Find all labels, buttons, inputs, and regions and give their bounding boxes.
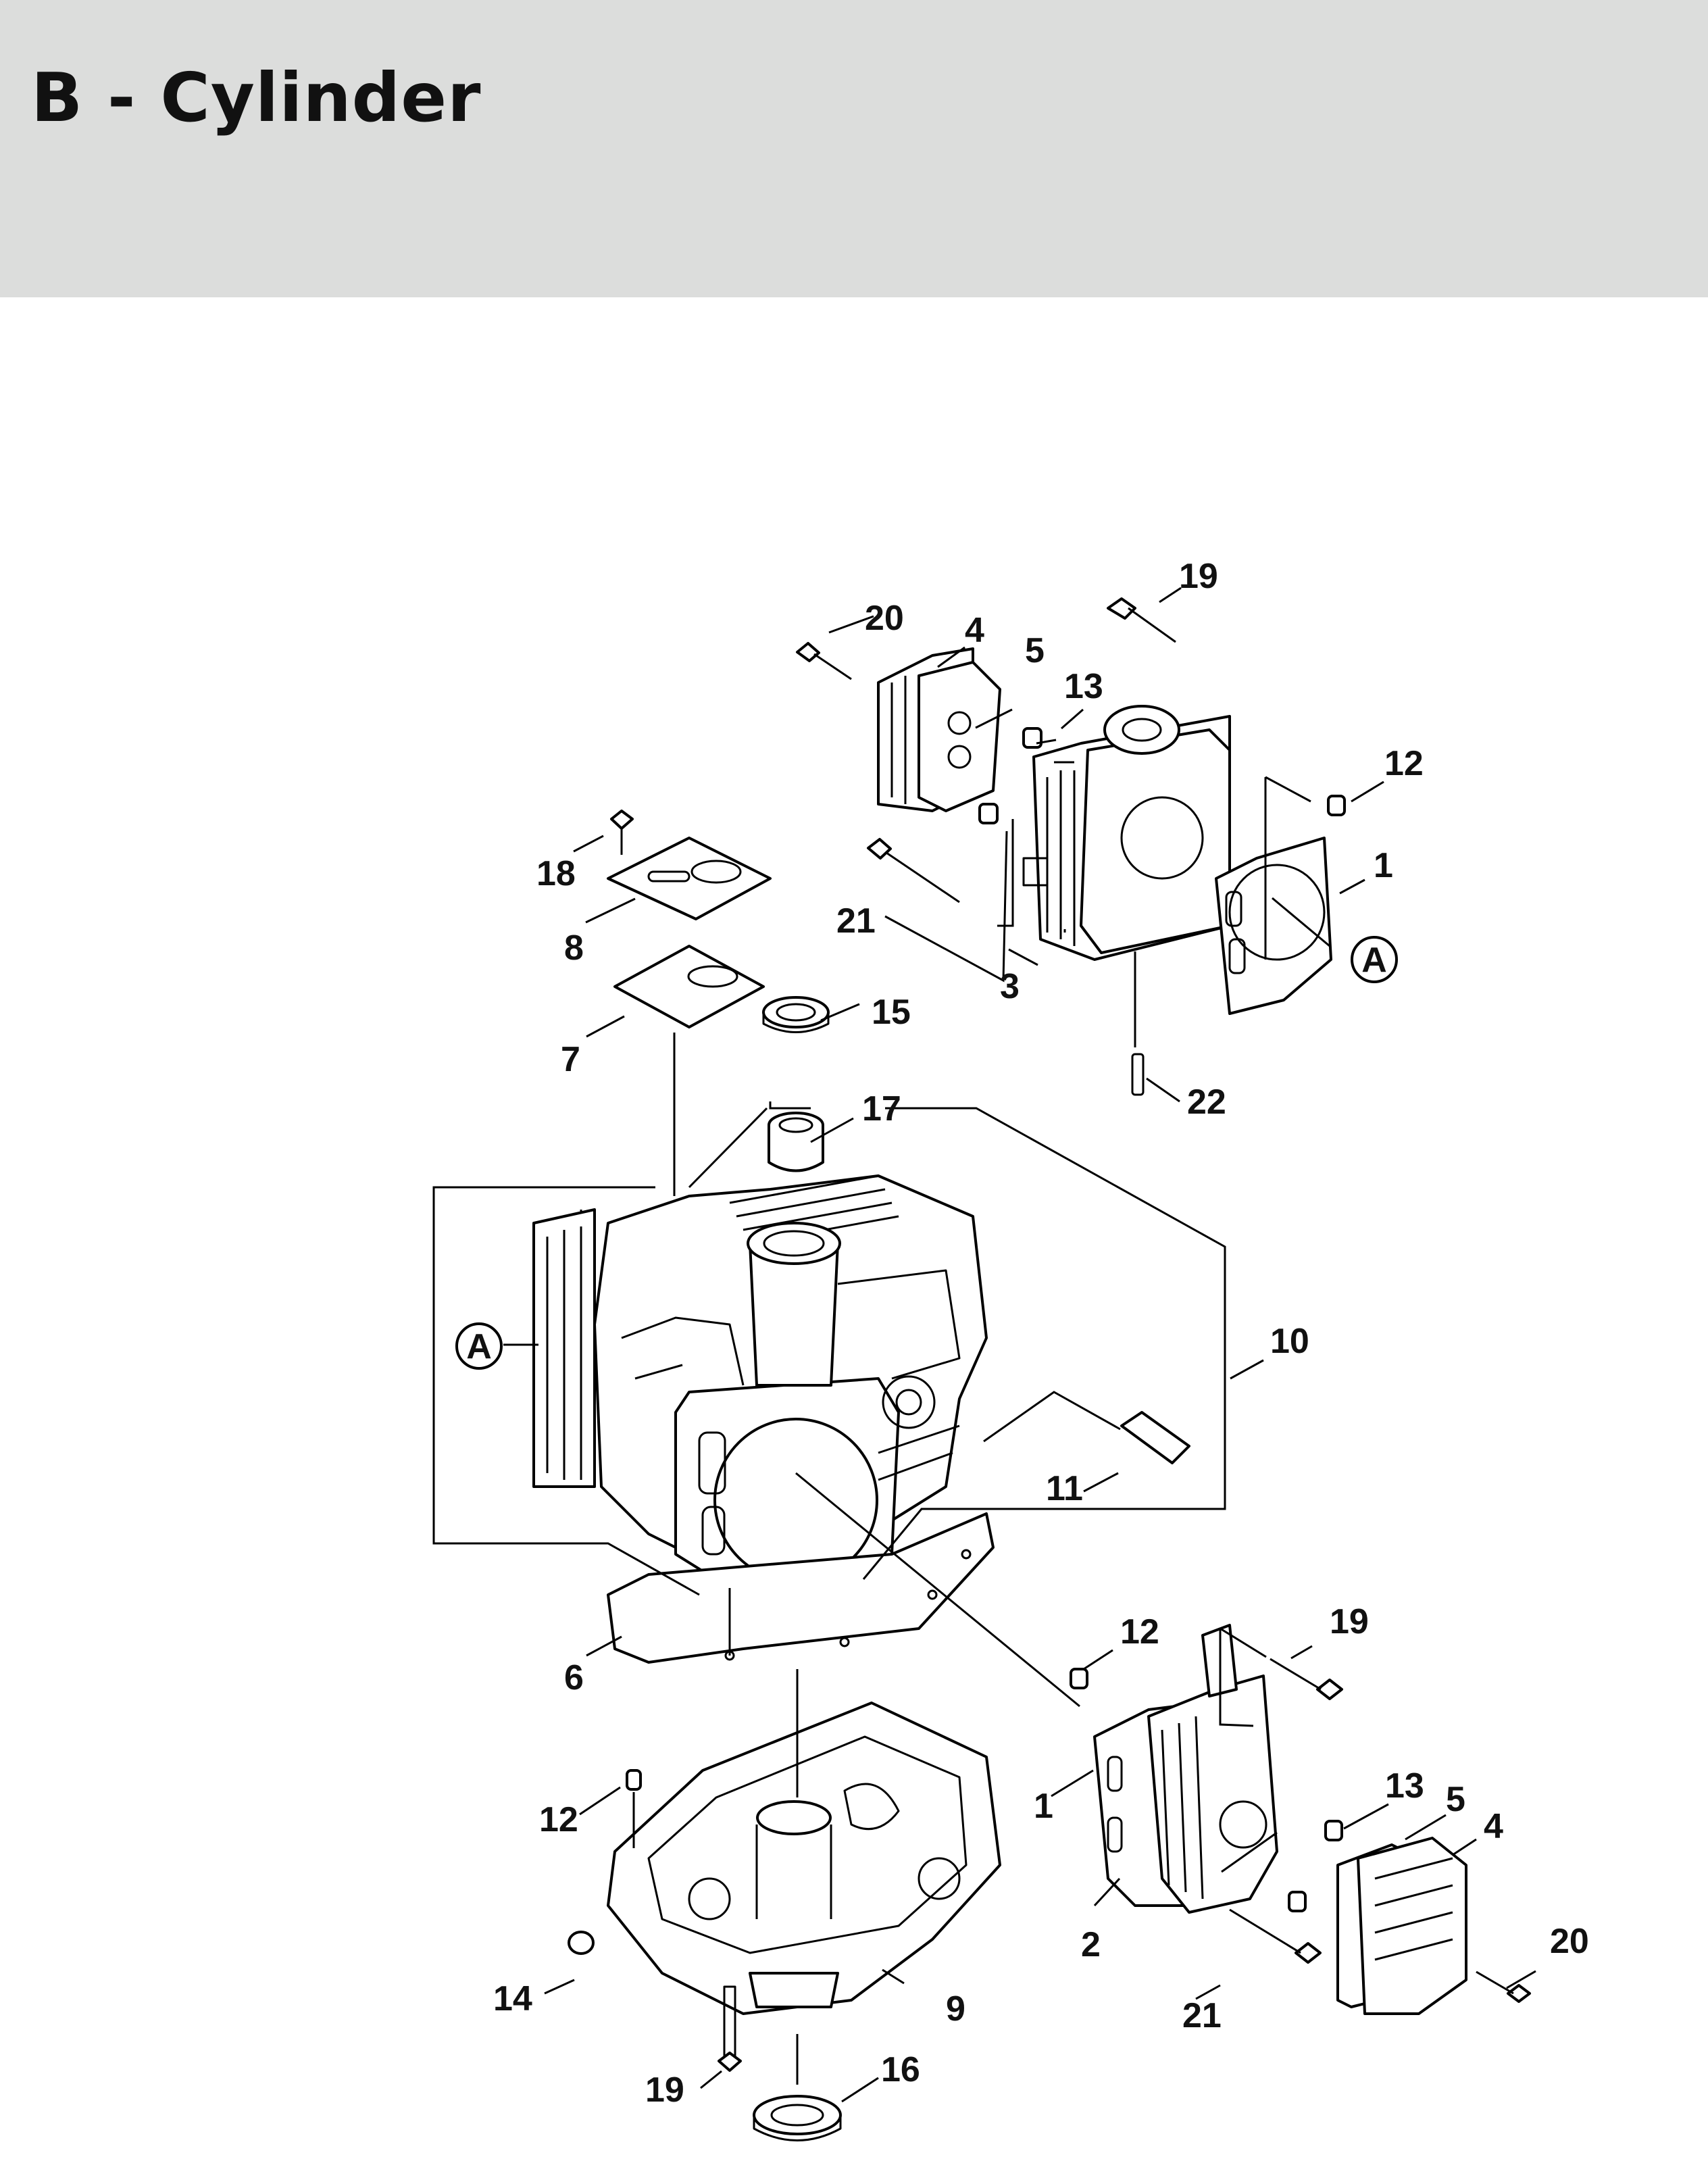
callout-13-right: 13 [1385,1766,1424,1806]
callout-20-top: 20 [865,599,904,638]
callout-15: 15 [872,993,911,1032]
bushing-17-drawing [768,1112,824,1172]
callout-21-right: 21 [1182,1996,1222,2035]
callout-12-top: 12 [1384,744,1424,783]
page-title: B - Cylinder [31,58,482,137]
valve-cover-right-drawing [1336,1837,1467,2015]
plate-gasket-drawing [613,945,765,1028]
seal-15-drawing [762,996,830,1033]
base-gasket-drawing [607,1512,995,1664]
callout-11: 11 [1046,1469,1083,1508]
cylinder-head-right-drawing [1093,1624,1278,1914]
callout-7: 7 [561,1040,580,1079]
callout-10: 10 [1270,1322,1309,1361]
crankcase-base-drawing [607,1702,1001,2015]
leader-lines [432,587,1536,2103]
header-bar: B - Cylinder [0,0,1708,297]
callout-19-top: 19 [1179,557,1218,596]
callout-a-top: A [1351,936,1398,983]
callout-18: 18 [536,854,576,893]
svg-text:A: A [466,1327,492,1366]
callout-20-right: 20 [1550,1922,1589,1961]
callout-labels: 20 4 5 13 19 12 1 A 18 8 21 3 7 15 22 17… [455,557,1589,2110]
callout-22: 22 [1187,1083,1226,1122]
callout-a-left: A [455,1322,503,1370]
callout-9: 9 [946,1989,965,2029]
callout-13-top: 13 [1064,667,1103,706]
callout-12-right: 12 [1120,1612,1159,1652]
callout-19-bottom: 19 [645,2070,684,2110]
callout-21-top: 21 [836,901,876,941]
callout-12-bottom: 12 [539,1800,578,1839]
valve-cover-top-drawing [877,647,1001,812]
bolt-drawings [568,597,1531,2072]
cylinder-head-top-drawing [1022,705,1231,961]
callout-8: 8 [564,928,584,968]
callout-17: 17 [862,1089,901,1128]
callout-6: 6 [564,1658,584,1697]
callout-3: 3 [1000,967,1020,1006]
callout-1-right: 1 [1034,1787,1053,1826]
callout-5-right: 5 [1446,1780,1465,1819]
seal-16-drawing [753,2095,842,2141]
callout-4-right: 4 [1484,1807,1503,1846]
callout-16: 16 [881,2050,920,2089]
callout-1-top: 1 [1374,846,1393,885]
cylinder-block-drawing [532,1174,988,1589]
head-gasket-top-drawing [1215,837,1332,1015]
cover-plate-drawing [607,837,772,920]
svg-text:A: A [1361,941,1387,980]
callout-4-top: 4 [965,611,984,650]
callout-19-right: 19 [1330,1602,1369,1641]
callout-5-top: 5 [1025,631,1045,670]
callout-14: 14 [493,1979,532,2018]
callout-2: 2 [1081,1925,1101,1964]
